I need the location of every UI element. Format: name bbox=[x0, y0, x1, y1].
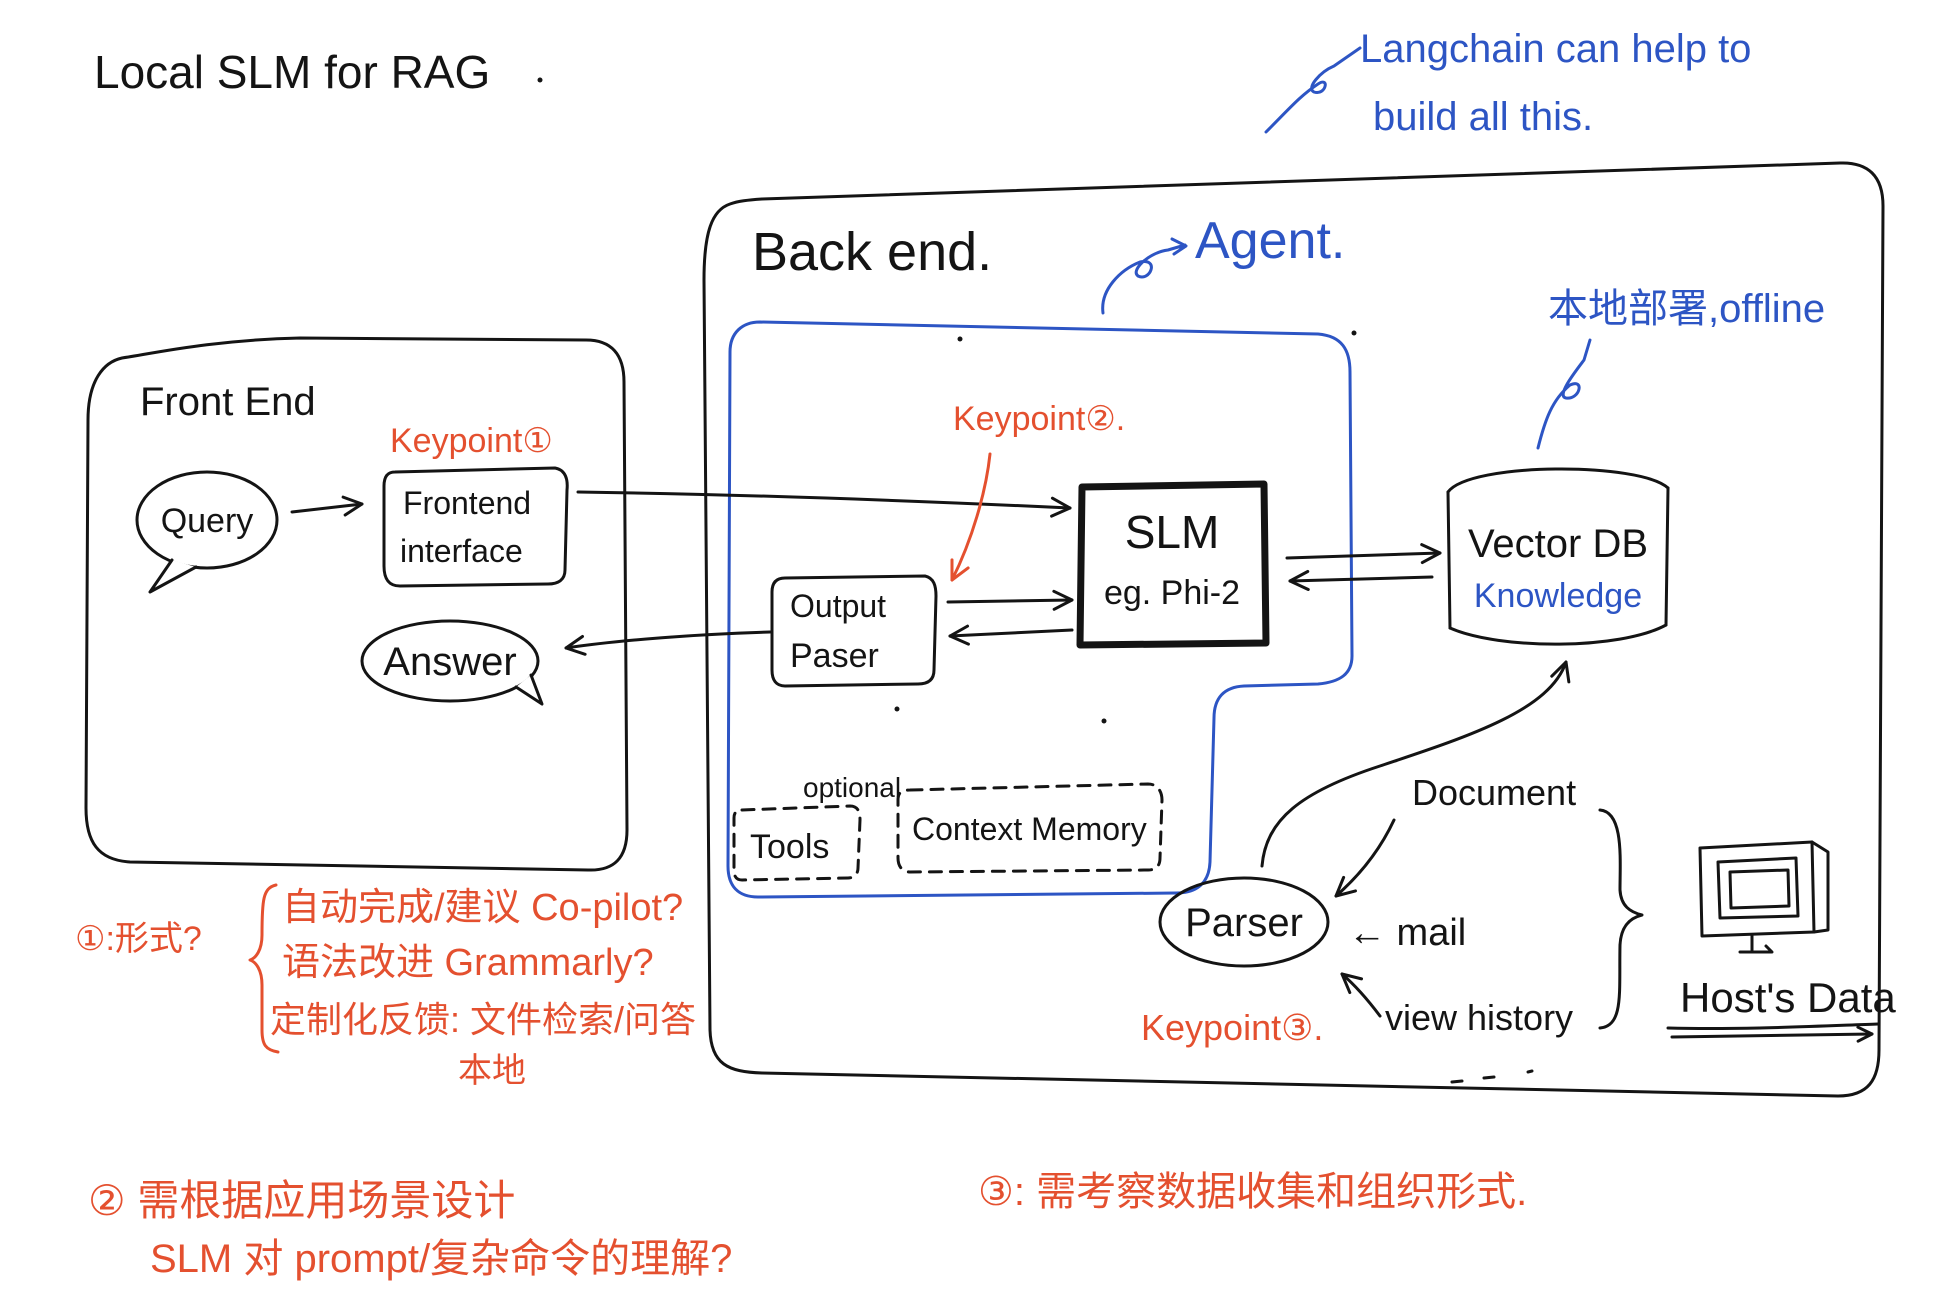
query-bubble-tail bbox=[148, 558, 198, 594]
answer-bubble-tail bbox=[514, 673, 544, 706]
vector-db-top bbox=[1446, 467, 1670, 494]
arrow-slm-to-output-parser bbox=[948, 624, 1074, 646]
host-data: Host's Data bbox=[1666, 840, 1896, 1043]
query-bubble-outline bbox=[135, 470, 279, 570]
keypoint-2: Keypoint②. bbox=[953, 400, 1125, 438]
data-sources: Document ← mail view history bbox=[1334, 772, 1644, 1038]
sources-brace bbox=[1598, 808, 1644, 1030]
arrow-output-parser-to-answer bbox=[564, 630, 772, 656]
parser-label: Parser bbox=[1185, 901, 1303, 945]
output-parser-box: Output Paser bbox=[770, 574, 938, 688]
slm-border bbox=[1076, 480, 1270, 649]
offline-note: 本地部署,offline bbox=[1536, 287, 1825, 450]
frontend-label: Front End bbox=[140, 380, 316, 424]
vector-db-bottom bbox=[1448, 623, 1668, 646]
note-1-brace bbox=[248, 883, 280, 1054]
keypoint-1: Keypoint① bbox=[390, 422, 553, 460]
frontend-container: Front End Keypoint① Query Frontend inter… bbox=[84, 336, 629, 872]
note-1: ①:形式? 自动完成/建议 Co-pilot? 语法改进 Grammarly? … bbox=[75, 883, 696, 1090]
frontend-interface-line-2: interface bbox=[400, 533, 523, 569]
note-3: ③: 需考察数据收集和组织形式. bbox=[978, 1170, 1527, 1214]
arrow-slm-to-vector-db bbox=[1285, 543, 1442, 565]
optional-label: optional bbox=[803, 772, 901, 803]
host-data-arrow bbox=[1670, 1025, 1874, 1043]
answer-bubble-outline bbox=[360, 619, 540, 703]
parser-node: Parser bbox=[1158, 876, 1330, 968]
vector-db-cylinder: Vector DB Knowledge bbox=[1446, 467, 1670, 646]
slm-example: eg. Phi-2 bbox=[1104, 574, 1240, 612]
note-2: ② 需根据应用场景设计 SLM 对 prompt/复杂命令的理解? bbox=[88, 1177, 732, 1281]
backend-border bbox=[702, 161, 1885, 1098]
note-2-line-2: SLM 对 prompt/复杂命令的理解? bbox=[150, 1237, 732, 1281]
query-bubble: Query bbox=[135, 470, 279, 594]
output-parser-line-2: Paser bbox=[790, 637, 879, 675]
vector-db-sides bbox=[1446, 486, 1670, 630]
arrow-vector-db-to-slm bbox=[1288, 569, 1434, 591]
host-data-underline bbox=[1666, 1022, 1880, 1031]
arrow-document-to-parser bbox=[1334, 818, 1396, 898]
note-1-item-1: 自动完成/建议 Co-pilot? bbox=[282, 887, 683, 929]
slm-box: SLM eg. Phi-2 bbox=[1076, 480, 1270, 649]
parser-outline bbox=[1158, 876, 1330, 968]
tools-label: Tools bbox=[750, 828, 829, 866]
source-view-history: view history bbox=[1385, 997, 1573, 1038]
host-data-label: Host's Data bbox=[1680, 974, 1896, 1021]
offline-pointer bbox=[1536, 338, 1592, 450]
answer-label: Answer bbox=[383, 640, 516, 684]
query-label: Query bbox=[161, 502, 254, 540]
langchain-note-line-2: build all this. bbox=[1373, 95, 1593, 139]
arrow-interface-to-slm bbox=[576, 490, 1072, 518]
arrow-parser-to-vector-db bbox=[1260, 660, 1571, 868]
context-memory-box bbox=[896, 782, 1164, 874]
context-memory-label: Context Memory bbox=[912, 811, 1147, 847]
agent-container: Agent. bbox=[726, 212, 1354, 899]
langchain-note: Langchain can help to build all this. bbox=[1264, 27, 1751, 139]
langchain-note-line-1: Langchain can help to bbox=[1360, 27, 1751, 71]
source-mail: ← mail bbox=[1348, 912, 1466, 954]
note-2-line-1: ② 需根据应用场景设计 bbox=[88, 1177, 515, 1224]
note-1-item-3: 定制化反馈: 文件检索/问答 bbox=[270, 999, 696, 1040]
keypoint-3: Keypoint③. bbox=[1141, 1007, 1323, 1048]
answer-bubble: Answer bbox=[360, 619, 544, 706]
source-document: Document bbox=[1412, 772, 1576, 813]
monitor-icon bbox=[1698, 840, 1830, 954]
note-1-item-2: 语法改进 Grammarly? bbox=[282, 942, 654, 984]
output-parser-border bbox=[770, 574, 938, 688]
vector-db-knowledge: Knowledge bbox=[1474, 577, 1642, 615]
stray-marks bbox=[537, 77, 1534, 1084]
note-1-marker: ①:形式? bbox=[75, 920, 202, 958]
frontend-interface-box: Frontend interface bbox=[382, 466, 569, 588]
agent-border bbox=[726, 320, 1354, 899]
backend-label: Back end. bbox=[752, 222, 992, 282]
arrow-query-to-interface bbox=[290, 495, 364, 517]
note-1-insert: 本地 bbox=[458, 1052, 526, 1090]
frontend-interface-border bbox=[382, 466, 569, 588]
keypoint-2-arrow bbox=[950, 452, 992, 582]
agent-label: Agent. bbox=[1195, 212, 1345, 270]
output-parser-line-1: Output bbox=[790, 588, 886, 624]
frontend-border bbox=[84, 336, 629, 872]
langchain-pointer bbox=[1264, 46, 1362, 134]
optional-components: optional Tools Context Memory bbox=[732, 772, 1164, 882]
arrow-output-parser-to-slm bbox=[946, 589, 1074, 611]
backend-container: Back end. bbox=[702, 161, 1885, 1098]
vector-db-label: Vector DB bbox=[1468, 522, 1648, 566]
slm-title: SLM bbox=[1125, 506, 1220, 558]
tools-box bbox=[732, 804, 862, 882]
frontend-interface-line-1: Frontend bbox=[403, 485, 531, 521]
offline-note-text: 本地部署,offline bbox=[1548, 287, 1825, 331]
agent-pointer bbox=[1101, 237, 1188, 315]
arrow-view-history-to-parser bbox=[1340, 972, 1382, 1018]
page-title: Local SLM for RAG bbox=[94, 46, 490, 98]
